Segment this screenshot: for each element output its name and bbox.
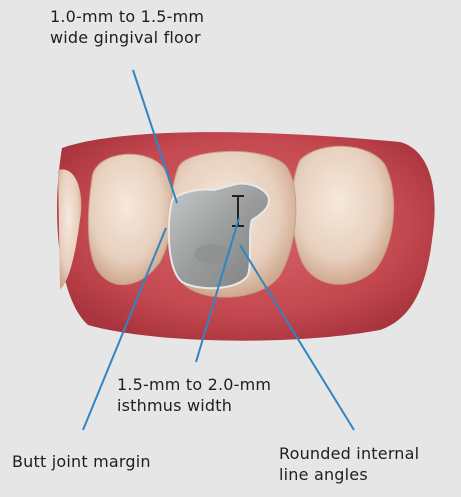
rounded-line-angles-label: Rounded internal line angles [279,443,419,485]
isthmus-label-line-2: isthmus width [117,395,271,416]
gingival-floor-label-line-1: 1.0-mm to 1.5-mm [50,6,204,27]
gingival-floor-label-line-2: wide gingival floor [50,27,204,48]
tooth-right [292,146,394,284]
rounded-label-line-2: line angles [279,464,419,485]
preparation-floor-shadow [194,244,230,264]
butt-joint-label-line-1: Butt joint margin [12,451,151,472]
gingival-floor-label: 1.0-mm to 1.5-mm wide gingival floor [50,6,204,48]
rounded-label-line-1: Rounded internal [279,443,419,464]
isthmus-width-label: 1.5-mm to 2.0-mm isthmus width [117,374,271,416]
isthmus-label-line-1: 1.5-mm to 2.0-mm [117,374,271,395]
butt-joint-margin-label: Butt joint margin [12,451,151,472]
